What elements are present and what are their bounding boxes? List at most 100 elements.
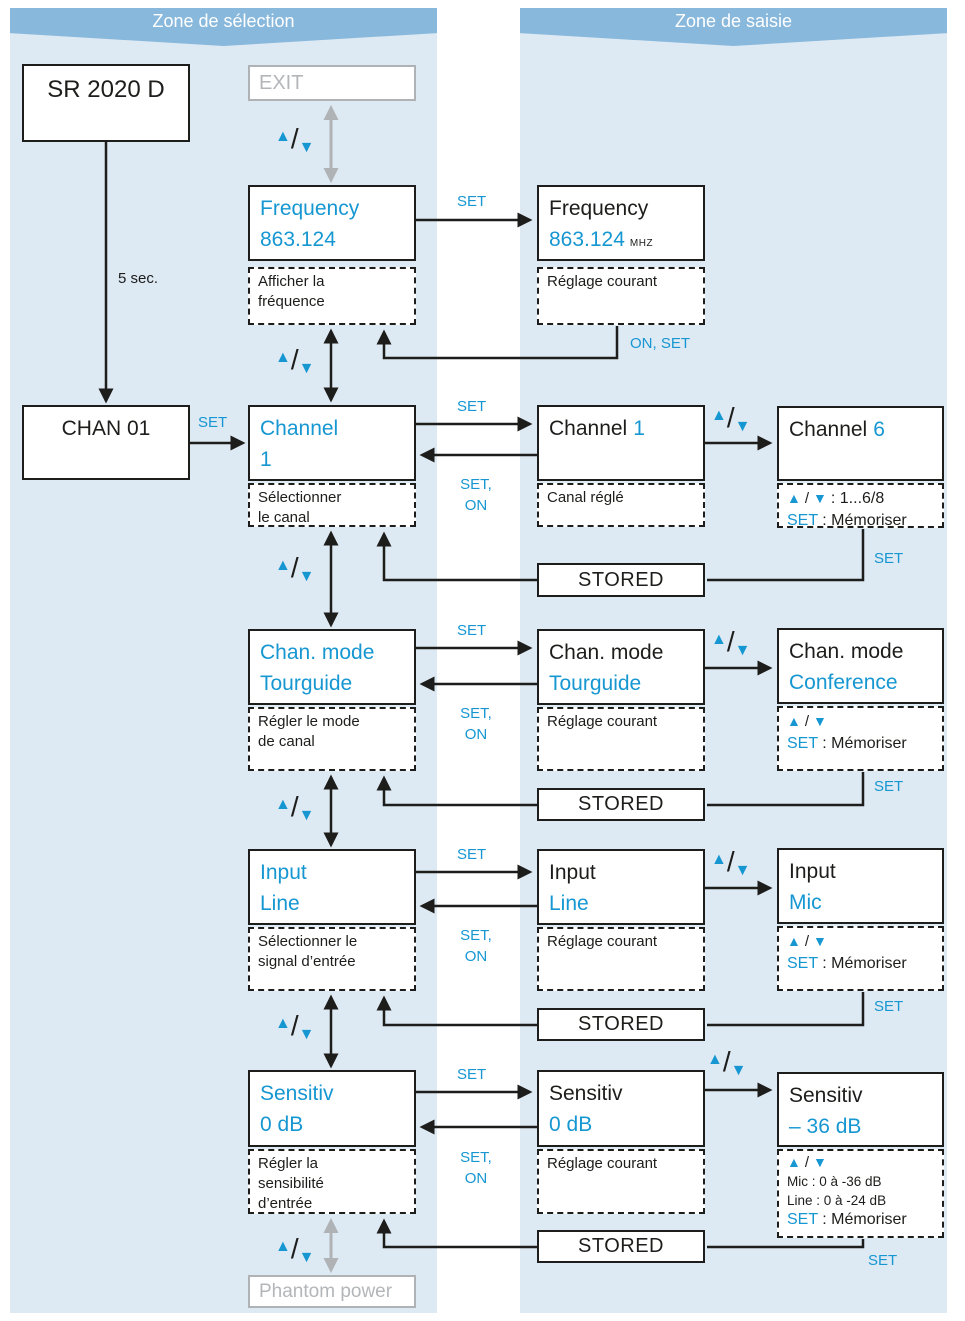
sensitiv-edit-desc-text: Réglage courant [547, 1155, 658, 1172]
chanmode-seton-key: SET, ON [452, 703, 500, 745]
sensitiv-edit-value: 0 dB [549, 1113, 593, 1136]
channel-edit-prefix: Channel [549, 417, 628, 440]
chanmode-menu-box: Chan. mode Tourguide [248, 629, 416, 705]
updown-keys-icon: ▲/▼ [711, 848, 750, 880]
sensitiv-adjust-line1: Sensitiv [789, 1084, 863, 1107]
slash-icon: / [290, 344, 299, 375]
updown-keys-icon: ▲/▼ [711, 626, 750, 660]
updown-keys-icon: ▲/▼ [711, 402, 750, 436]
up-triangle-icon: ▲ [275, 796, 291, 813]
device-label: SR 2020 D [47, 76, 165, 103]
chanmode-seton-line1: SET, [460, 705, 492, 722]
slash-icon: / [722, 1046, 731, 1077]
chanmode-seton-line2: ON [464, 726, 488, 743]
sensitiv-adjust-desc: ▲/▼ Mic : 0 à -36 dB Line : 0 à -24 dB S… [777, 1149, 944, 1238]
down-triangle-icon: ▼ [813, 713, 827, 729]
sensitiv-line-range: Line : 0 à -24 dB [787, 1193, 887, 1208]
up-triangle-icon: ▲ [711, 851, 727, 868]
input-menu-line1: Input [260, 861, 307, 884]
chanmode-adjust-desc: ▲/▼ SET : Mémoriser [777, 706, 944, 771]
chanmode-adjust-box: Chan. mode Conference [777, 628, 944, 704]
updown-keys-icon: ▲/▼ [707, 1046, 746, 1080]
input-adjust-desc: ▲/▼ SET : Mémoriser [777, 926, 944, 991]
chanmode-desc-line2: de canal [258, 733, 315, 750]
slash-icon: / [804, 1154, 810, 1171]
chanmode-desc-line1: Régler le mode [258, 713, 360, 730]
input-desc-line2: signal d’entrée [258, 953, 356, 970]
sensitiv-memo-text: : Mémoriser [822, 1211, 907, 1228]
frequency-desc-line1: Afficher la [258, 273, 325, 290]
channel-adjust-prefix: Channel [789, 418, 868, 441]
up-triangle-icon: ▲ [787, 490, 801, 506]
sensitiv-seton-line1: SET, [460, 1149, 492, 1166]
up-triangle-icon: ▲ [275, 557, 291, 574]
channel-memo-text: : Mémoriser [822, 512, 907, 529]
up-triangle-icon: ▲ [275, 128, 291, 145]
sensitiv-edit-box: Sensitiv 0 dB [537, 1070, 705, 1147]
channel-seton-key: SET, ON [452, 474, 500, 516]
slash-icon: / [804, 713, 810, 730]
input-edit-line1: Input [549, 861, 596, 884]
chanmode-menu-value: Tourguide [260, 672, 353, 695]
frequency-menu-box: Frequency 863.124 [248, 185, 416, 261]
down-triangle-icon: ▼ [730, 1062, 747, 1079]
sensitiv-desc-line2: sensibilité [258, 1175, 324, 1192]
sensitiv-menu-box: Sensitiv 0 dB [248, 1070, 416, 1147]
delay-label: 5 sec. [118, 270, 159, 287]
sensitiv-stored-box: STORED [537, 1230, 705, 1263]
chanmode-edit-value: Tourguide [549, 672, 642, 695]
channel-edit-desc: Canal réglé [537, 483, 705, 527]
chan01-label: CHAN 01 [61, 417, 151, 440]
frequency-onset-key: ON, SET [630, 335, 691, 352]
slash-icon: / [726, 626, 735, 657]
down-triangle-icon: ▼ [734, 862, 751, 879]
chanmode-set-key: SET [457, 622, 487, 639]
sensitiv-adjust-value: – 36 dB [789, 1115, 862, 1138]
chanmode-memo-key: SET [787, 735, 818, 752]
updown-keys-icon: ▲/▼ [275, 344, 314, 378]
slash-icon: / [726, 402, 735, 433]
channel-seton-line2: ON [464, 497, 488, 514]
input-stored-set-key: SET [874, 998, 904, 1015]
up-triangle-icon: ▲ [787, 1154, 801, 1170]
up-triangle-icon: ▲ [787, 713, 801, 729]
down-triangle-icon: ▼ [813, 490, 827, 506]
sensitiv-desc-line3: d’entrée [258, 1195, 313, 1212]
sensitiv-edit-desc: Réglage courant [537, 1149, 705, 1214]
slash-icon: / [290, 1010, 299, 1041]
input-adjust-line1: Input [789, 860, 836, 883]
sensitiv-menu-desc: Régler la sensibilité d’entrée [248, 1149, 416, 1214]
input-memo-text: : Mémoriser [822, 955, 907, 972]
slash-icon: / [804, 933, 810, 950]
exit-box: EXIT [248, 65, 416, 101]
down-triangle-icon: ▼ [298, 139, 315, 156]
channel-adjust-value: 6 [873, 418, 885, 441]
channel-set-key: SET [457, 398, 487, 415]
up-triangle-icon: ▲ [275, 1238, 291, 1255]
frequency-desc-line2: fréquence [258, 293, 325, 310]
slash-icon: / [290, 1233, 299, 1264]
up-triangle-icon: ▲ [275, 349, 291, 366]
channel-edit-value: 1 [633, 417, 645, 440]
input-seton-line2: ON [464, 948, 488, 965]
frequency-menu-value: 863.124 [260, 228, 336, 251]
up-triangle-icon: ▲ [275, 1015, 291, 1032]
device-box: SR 2020 D [22, 64, 190, 142]
slash-icon: / [804, 490, 810, 507]
input-menu-desc: Sélectionner le signal d’entrée [248, 927, 416, 991]
up-triangle-icon: ▲ [711, 631, 727, 648]
down-triangle-icon: ▼ [734, 418, 751, 435]
sensitiv-mic-range: Mic : 0 à -36 dB [787, 1174, 882, 1189]
chanmode-adjust-line1: Chan. mode [789, 640, 904, 663]
sensitiv-seton-line2: ON [464, 1170, 488, 1187]
chanmode-edit-desc: Réglage courant [537, 707, 705, 771]
channel-edit-desc-text: Canal réglé [547, 489, 624, 506]
sensitiv-memo-key: SET [787, 1211, 818, 1228]
slash-icon: / [290, 791, 299, 822]
updown-keys-icon: ▲/▼ [275, 791, 314, 825]
down-triangle-icon: ▼ [813, 933, 827, 949]
input-desc-line1: Sélectionner le [258, 933, 358, 950]
